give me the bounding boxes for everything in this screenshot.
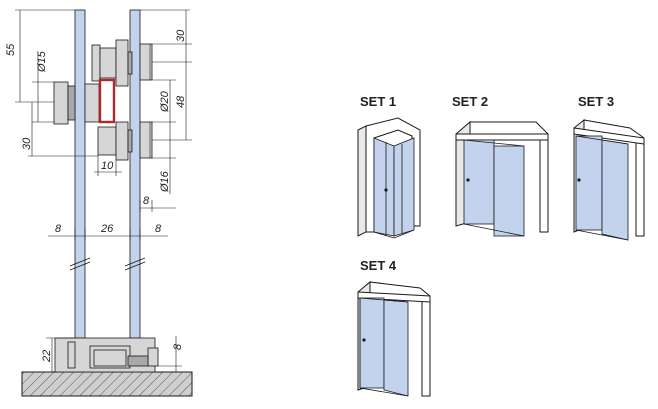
glass-panel-left (74, 9, 86, 339)
highlighted-spacer (98, 78, 116, 124)
middle-roller-assembly (53, 78, 116, 125)
set-2-illustration: SET 2 (452, 94, 549, 237)
floor-hatch (21, 371, 193, 397)
dim-row-8-26-8: 8 26 8 (48, 223, 168, 240)
dim-55-label: 55 (5, 43, 17, 56)
break-marks (69, 257, 146, 271)
dim-22-label: 22 (41, 350, 53, 363)
dim-30-top-label: 30 (175, 29, 187, 42)
set-3-label: SET 3 (578, 94, 614, 109)
dim-8-bottom: 8 (158, 336, 184, 372)
dim-55: 55 (5, 9, 75, 103)
dim-10-label: 10 (101, 160, 114, 172)
cross-section-drawing: 55 Ø15 30 30 Ø20 (5, 9, 193, 397)
dim-8-left-label: 8 (55, 223, 62, 235)
set-3-illustration: SET 3 (573, 94, 645, 241)
dim-10: 10 (94, 155, 122, 176)
dim-8-right-small: 8 (139, 195, 176, 212)
dim-d16: Ø16 (152, 122, 176, 194)
set-2-label: SET 2 (452, 94, 488, 109)
dim-d15: Ø15 (32, 50, 54, 123)
dim-26-label: 26 (100, 223, 114, 235)
bottom-roller-assembly (97, 121, 153, 161)
dim-22: 22 (41, 337, 75, 372)
dim-d20-label: Ø20 (159, 90, 171, 113)
dim-30-left: 30 (21, 102, 98, 157)
dim-48-label: 48 (175, 95, 187, 108)
dim-d20: Ø20 (152, 79, 176, 123)
bottom-guide (54, 337, 159, 373)
set-1-label: SET 1 (360, 94, 396, 109)
dim-8-right-label: 8 (155, 223, 162, 235)
dim-8-bottom-label: 8 (172, 343, 184, 350)
dim-d16-label: Ø16 (159, 170, 171, 193)
dim-d15-label: Ø15 (36, 50, 48, 73)
dim-8-right-small-label: 8 (143, 195, 150, 207)
dim-48: 48 (152, 62, 192, 141)
set-4-illustration: SET 4 (357, 258, 431, 397)
set-1-illustration: SET 1 (357, 94, 421, 239)
top-roller-assembly (91, 39, 153, 87)
dim-30-left-label: 30 (21, 137, 33, 150)
dim-30-top: 30 (140, 9, 192, 63)
set-4-label: SET 4 (360, 258, 397, 273)
